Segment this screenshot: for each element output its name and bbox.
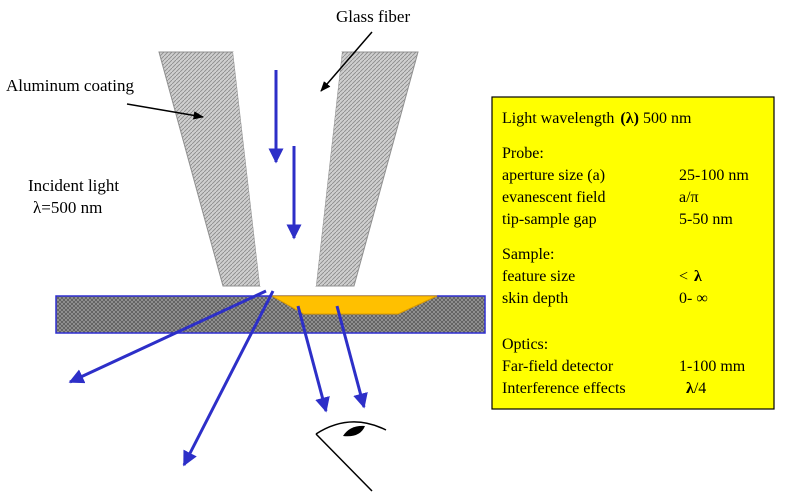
wavelength-value: 500 nm — [643, 110, 692, 127]
section-heading-probe: Probe: — [502, 145, 544, 162]
row-value-aperture-size: 25-100 nm — [679, 167, 749, 184]
row-label-tip-sample-gap: tip-sample gap — [502, 211, 597, 228]
wavelength-symbol: (λ) — [620, 110, 639, 127]
row-label-interference-effects: Interference effects — [502, 380, 626, 397]
row-value-evanescent-field: a/π — [679, 189, 699, 206]
eye-icon — [315, 421, 387, 492]
row-label-aperture-size: aperture size (a) — [502, 167, 605, 184]
glass-fiber-label: Glass fiber — [336, 7, 410, 26]
feature-size-lambda: λ — [694, 268, 702, 285]
glass-fiber-pointer — [320, 31, 373, 92]
interference-quarter: /4 — [694, 380, 706, 397]
row-value-skin-depth: 0- ∞ — [679, 290, 708, 307]
glass-fiber-core — [233, 52, 342, 286]
parameters-box-background — [491, 96, 775, 410]
row-label-feature-size: feature size — [502, 268, 575, 285]
aluminum-coating-label: Aluminum coating — [6, 76, 134, 95]
aluminum-coating-pointer — [126, 103, 205, 120]
scattered-arrow-left — [68, 289, 267, 384]
wavelength-title-label: Light wavelength — [502, 110, 614, 127]
feature-size-lt: < — [679, 268, 688, 285]
section-heading-sample: Sample: — [502, 246, 554, 263]
sample-feature — [270, 295, 438, 315]
row-label-far-field-detector: Far-field detector — [502, 358, 614, 375]
row-label-skin-depth: skin depth — [502, 290, 568, 307]
transmitted-arrow-1 — [296, 305, 330, 413]
row-value-feature-size: <λ — [679, 268, 702, 285]
section-heading-optics: Optics: — [502, 336, 548, 353]
interference-lambda: λ — [686, 380, 694, 397]
row-label-evanescent-field: evanescent field — [502, 189, 606, 206]
incident-light-label: Incident light — [28, 176, 119, 195]
scattered-arrow-down — [182, 290, 275, 467]
transmitted-arrow-2 — [335, 305, 368, 409]
row-value-interference-effects: λ/4 — [686, 380, 706, 397]
parameters-box: Light wavelength (λ)500 nm Probe: apertur… — [491, 96, 775, 410]
row-value-far-field-detector: 1-100 mm — [679, 358, 746, 375]
row-value-tip-sample-gap: 5-50 nm — [679, 211, 733, 228]
incident-wavelength-label: λ=500 nm — [33, 198, 102, 217]
wavelength-title: Light wavelength (λ)500 nm — [502, 110, 692, 127]
